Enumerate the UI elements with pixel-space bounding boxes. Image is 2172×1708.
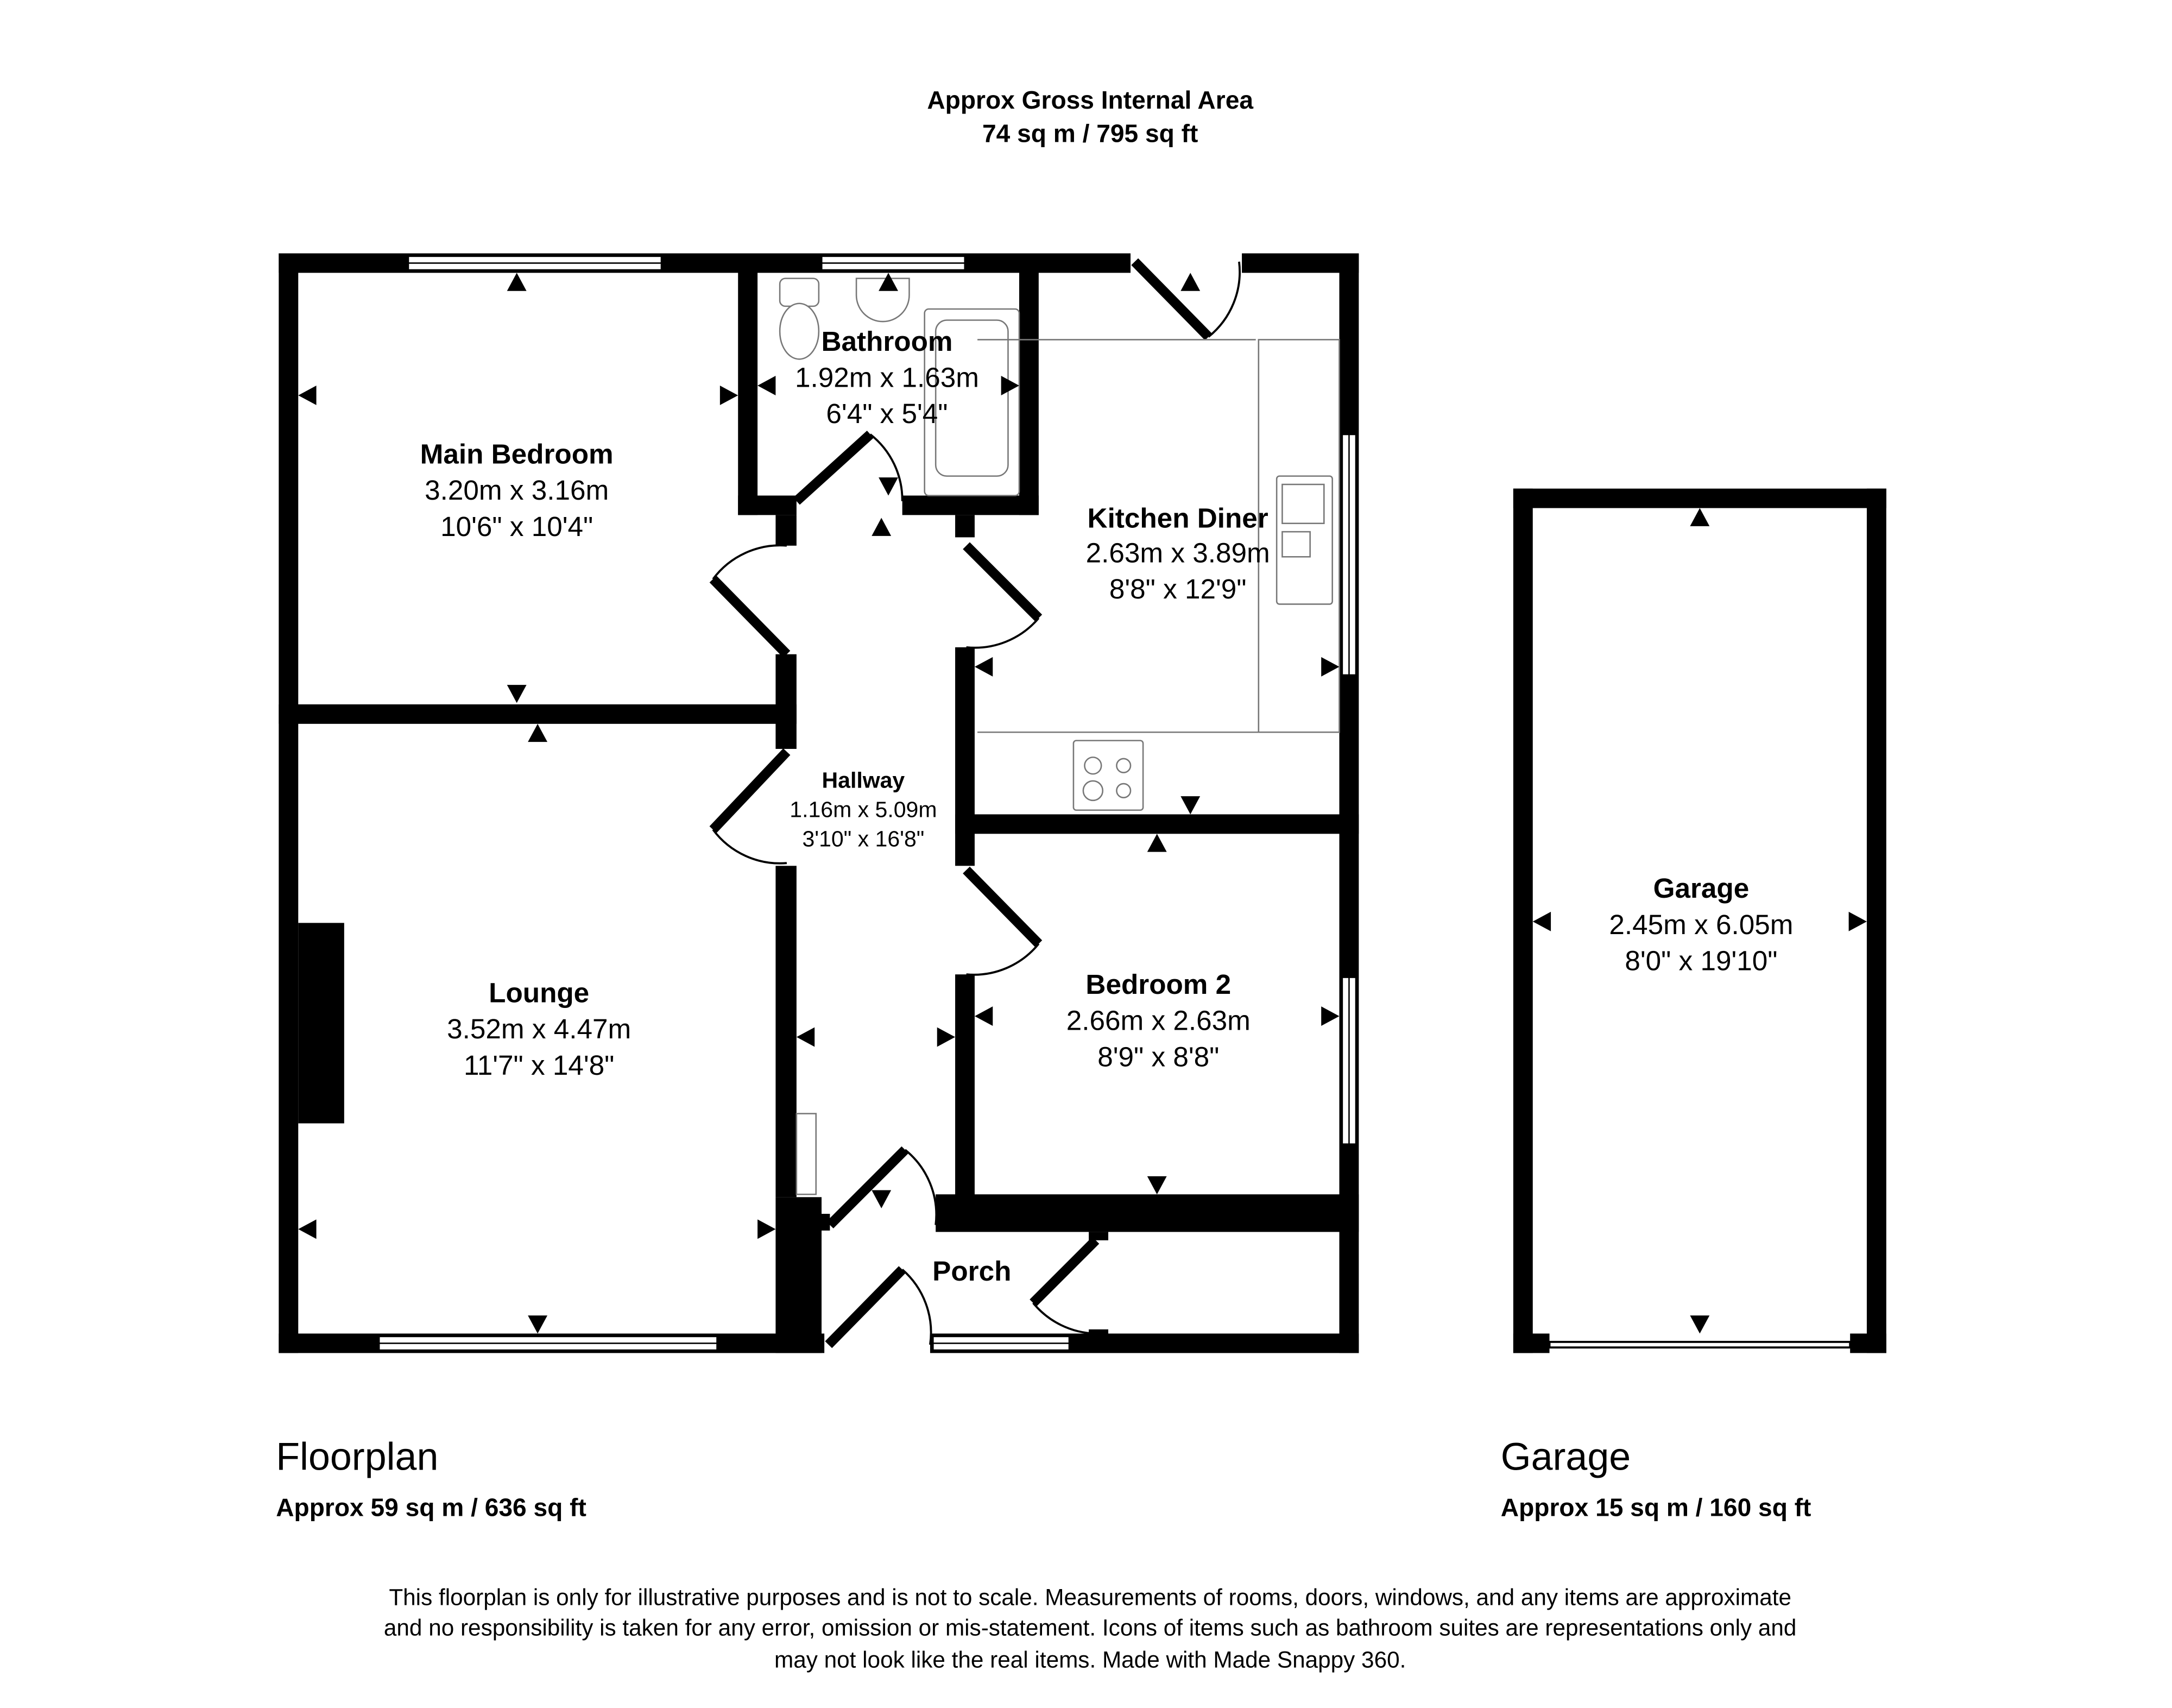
disclaimer: This floorplan is only for illustrative … [384,1584,1797,1672]
svg-text:8'8" x 12'9": 8'8" x 12'9" [1109,573,1247,604]
room-bathroom: Bathroom 1.92m x 1.63m 6'4" x 5'4" [795,326,979,429]
header: Approx Gross Internal Area 74 sq m / 795… [927,86,1253,148]
doors [709,258,1241,1348]
svg-text:6'4" x 5'4": 6'4" x 5'4" [826,398,948,429]
svg-text:and no responsibility is taken: and no responsibility is taken for any e… [384,1615,1797,1641]
floor-label-floorplan: Floorplan [276,1435,438,1479]
svg-text:3'10" x 16'8": 3'10" x 16'8" [802,826,924,851]
floor-label-garage: Garage [1501,1435,1631,1479]
room-kitchen-diner: Kitchen Diner 2.63m x 3.89m 8'8" x 12'9" [1086,502,1270,604]
svg-text:Bedroom 2: Bedroom 2 [1085,969,1231,1000]
toilet-icon [779,302,820,360]
header-title: Approx Gross Internal Area [927,86,1253,114]
radiator-icon [795,1113,817,1195]
svg-text:10'6" x 10'4": 10'6" x 10'4" [440,511,593,542]
svg-text:1.16m x 5.09m: 1.16m x 5.09m [790,797,937,822]
svg-text:This floorplan is only for ill: This floorplan is only for illustrative … [389,1584,1791,1610]
svg-text:Lounge: Lounge [489,977,589,1008]
svg-text:3.20m x 3.16m: 3.20m x 3.16m [425,475,609,506]
svg-text:Hallway: Hallway [822,768,905,793]
room-lounge: Lounge 3.52m x 4.47m 11'7" x 14'8" [447,977,631,1080]
svg-text:8'9" x 8'8": 8'9" x 8'8" [1097,1041,1219,1072]
room-garage: Garage 2.45m x 6.05m 8'0" x 19'10" [1609,873,1793,976]
svg-text:3.52m x 4.47m: 3.52m x 4.47m [447,1013,631,1044]
toilet-cistern-icon [779,278,820,307]
garage-walls [1513,488,1886,1353]
svg-text:Garage: Garage [1653,873,1750,904]
svg-text:2.66m x 2.63m: 2.66m x 2.63m [1066,1005,1251,1036]
room-porch: Porch [932,1256,1011,1287]
svg-text:11'7" x 14'8": 11'7" x 14'8" [464,1050,614,1081]
svg-text:Kitchen Diner: Kitchen Diner [1088,502,1268,533]
svg-text:8'0" x 19'10": 8'0" x 19'10" [1625,946,1777,976]
fireplace [298,923,344,1124]
measure-arrows [298,273,1867,1334]
svg-text:Bathroom: Bathroom [821,326,952,357]
windows [378,255,1357,1351]
room-hallway: Hallway 1.16m x 5.09m 3'10" x 16'8" [790,768,937,852]
svg-text:1.92m x 1.63m: 1.92m x 1.63m [795,362,979,393]
floor-area-garage: Approx 15 sq m / 160 sq ft [1501,1493,1811,1521]
svg-text:Porch: Porch [932,1256,1011,1287]
svg-text:Main Bedroom: Main Bedroom [420,439,614,470]
floor-area-floorplan: Approx 59 sq m / 636 sq ft [276,1493,586,1521]
hob-icon [1072,740,1144,811]
garage-door [1548,1340,1852,1349]
header-area: 74 sq m / 795 sq ft [982,119,1198,147]
room-main-bedroom: Main Bedroom 3.20m x 3.16m 10'6" x 10'4" [420,439,614,542]
svg-text:may not look like the real ite: may not look like the real items. Made w… [774,1647,1406,1673]
svg-text:2.63m x 3.89m: 2.63m x 3.89m [1086,538,1270,569]
room-bedroom-2: Bedroom 2 2.66m x 2.63m 8'9" x 8'8" [1066,969,1251,1072]
floor-labels: Floorplan Approx 59 sq m / 636 sq ft Gar… [276,1435,1811,1522]
svg-text:2.45m x 6.05m: 2.45m x 6.05m [1609,909,1793,940]
